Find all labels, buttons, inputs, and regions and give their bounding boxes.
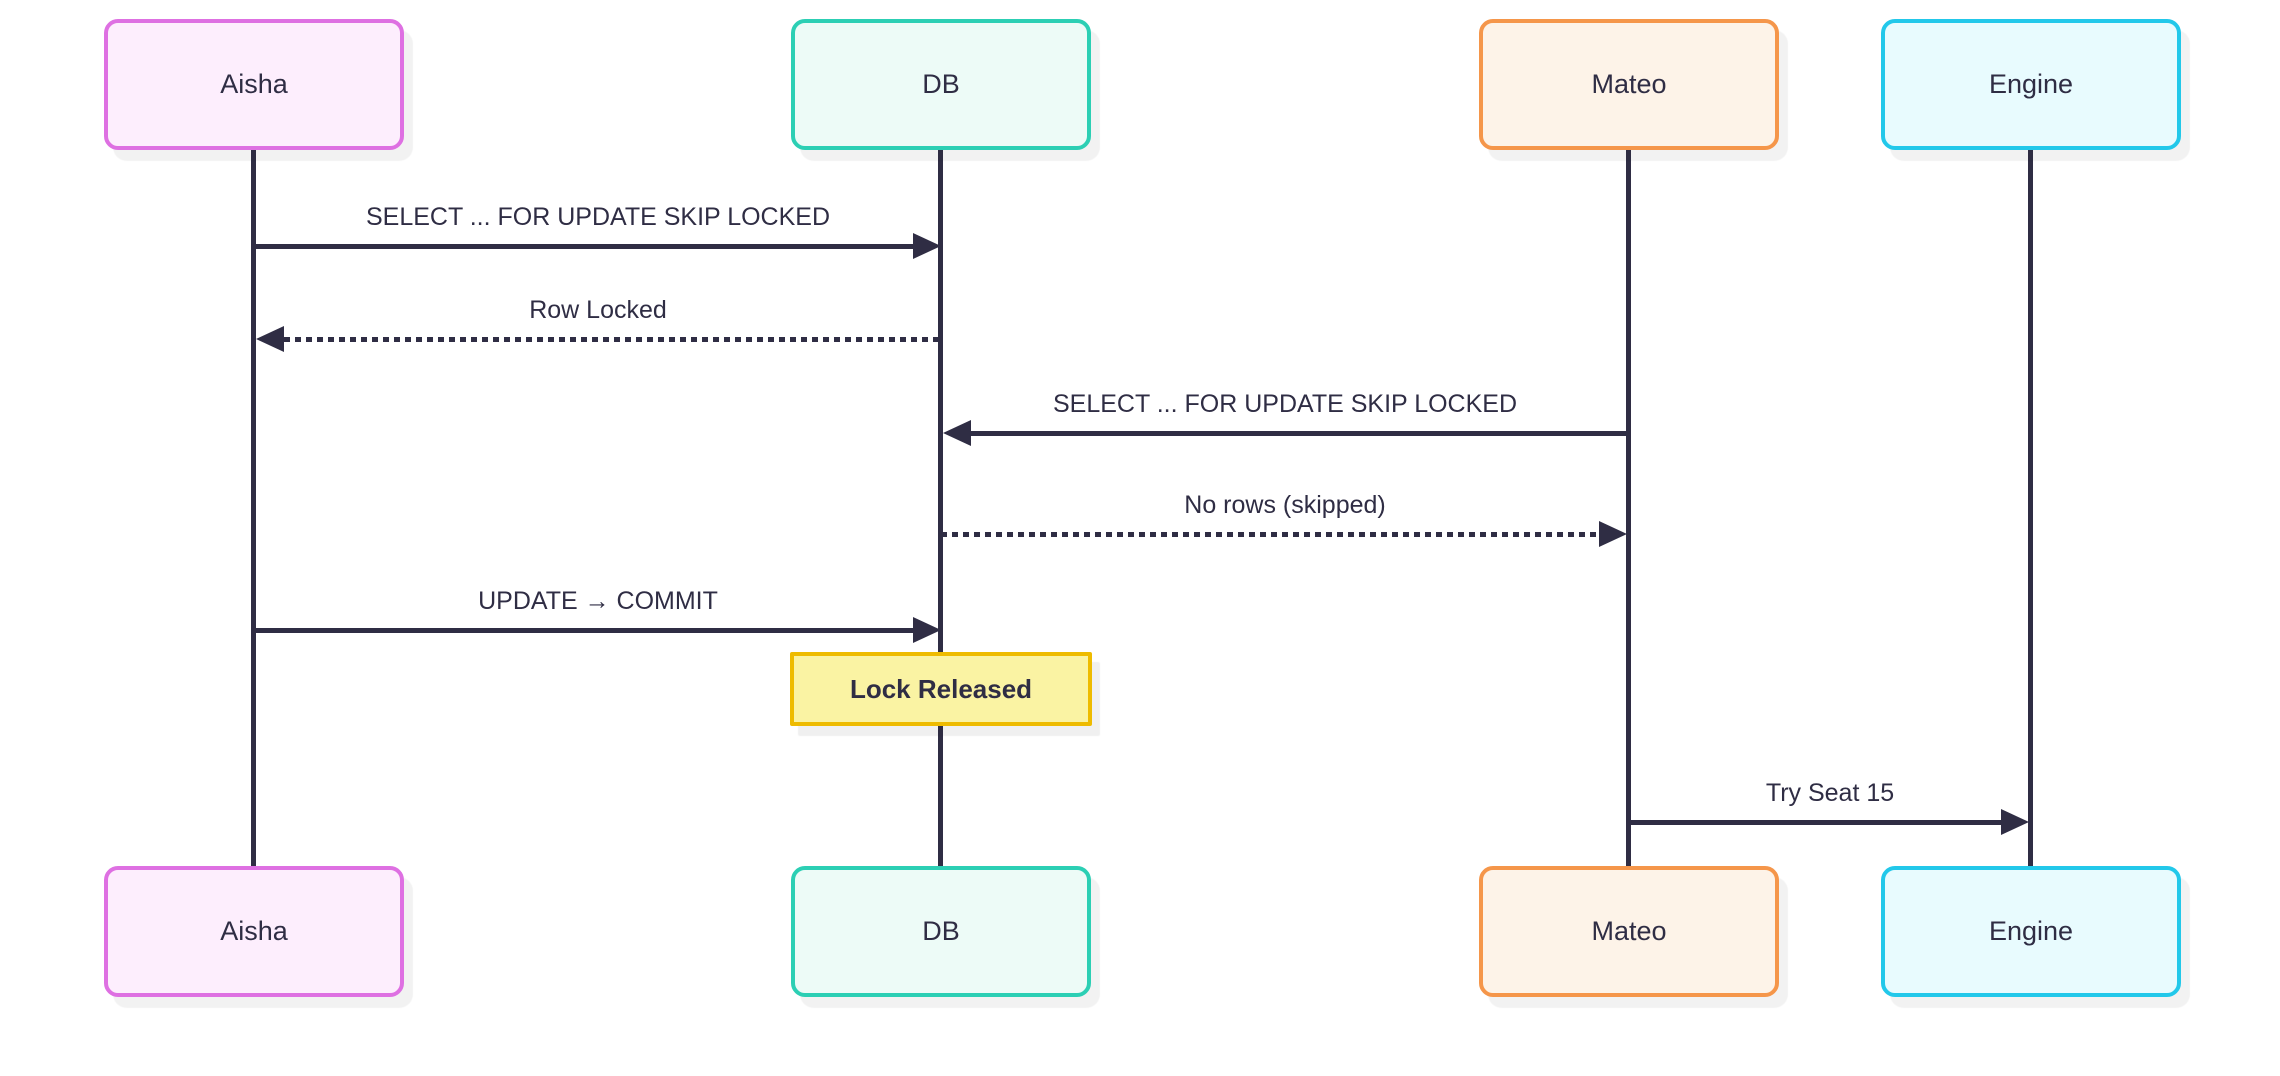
actor-label: Mateo — [1591, 69, 1667, 99]
lifeline-aisha — [251, 150, 256, 866]
arrowhead-icon — [913, 617, 941, 643]
note-label: Lock Released — [849, 673, 1033, 704]
arrowhead-icon — [943, 420, 971, 446]
actor-db-bottom: DB — [791, 866, 1091, 997]
message-label: SELECT ... FOR UPDATE SKIP LOCKED — [365, 203, 831, 231]
message-label: Row Locked — [529, 296, 667, 324]
actor-mateo-bottom: Mateo — [1479, 866, 1779, 997]
arrowhead-icon — [913, 233, 941, 259]
actor-label: DB — [922, 916, 960, 946]
actor-engine-bottom: Engine — [1881, 866, 2181, 997]
message-line — [254, 628, 915, 633]
actor-aisha-bottom: Aisha — [104, 866, 404, 997]
actor-label: Engine — [1988, 916, 2074, 946]
lifeline-engine — [2028, 150, 2033, 866]
message-label: Try Seat 15 — [1765, 779, 1895, 807]
arrowhead-icon — [1599, 521, 1627, 547]
message-line — [1629, 820, 2003, 825]
actor-label: Engine — [1988, 69, 2074, 99]
message-line — [971, 431, 1629, 436]
actor-aisha-top: Aisha — [104, 19, 404, 150]
actor-label: DB — [922, 69, 960, 99]
lifeline-mateo — [1626, 150, 1631, 866]
actor-engine-top: Engine — [1881, 19, 2181, 150]
message-label: UPDATE → COMMIT — [478, 587, 718, 615]
message-line — [254, 244, 915, 249]
note-lock-released: Lock Released — [790, 652, 1092, 726]
lifeline-db — [938, 150, 943, 866]
actor-label: Aisha — [220, 916, 288, 946]
actor-label: Mateo — [1591, 916, 1667, 946]
message-label: SELECT ... FOR UPDATE SKIP LOCKED — [1052, 390, 1518, 418]
arrowhead-icon — [2001, 809, 2029, 835]
message-line — [284, 337, 941, 342]
actor-db-top: DB — [791, 19, 1091, 150]
message-line — [941, 532, 1597, 537]
message-label: No rows (skipped) — [1184, 491, 1386, 519]
arrowhead-icon — [256, 326, 284, 352]
actor-mateo-top: Mateo — [1479, 19, 1779, 150]
actor-label: Aisha — [220, 69, 288, 99]
